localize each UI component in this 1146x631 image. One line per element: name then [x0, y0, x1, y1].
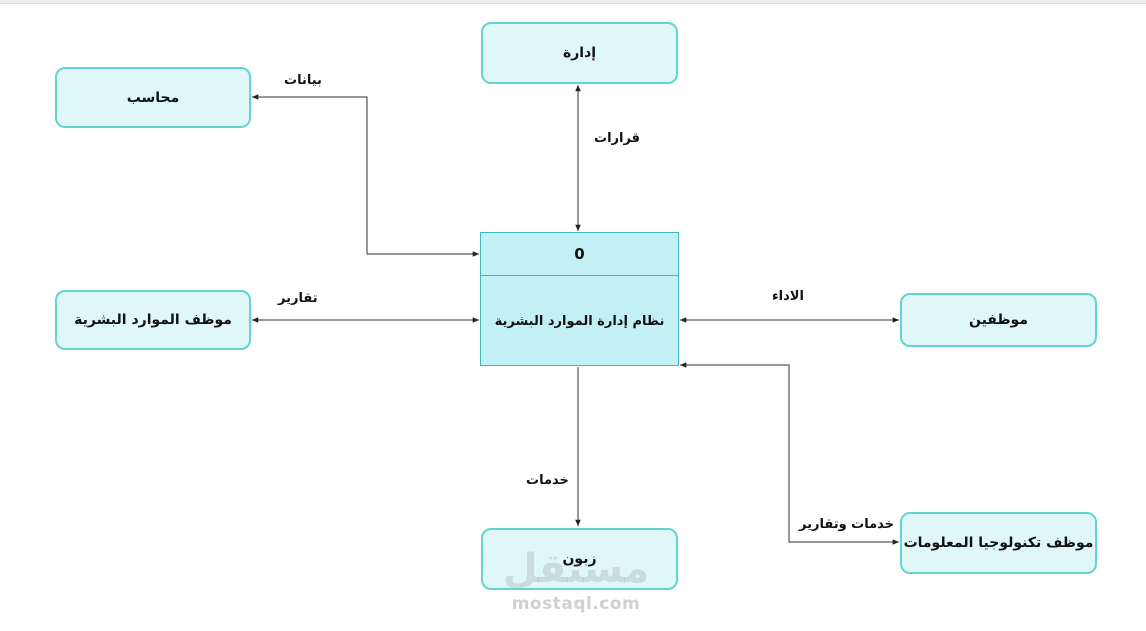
- watermark-logo: مستقل: [502, 546, 650, 592]
- process-name: نظام إدارة الموارد البشرية: [494, 313, 665, 329]
- flow-label-reports: تقارير: [278, 291, 318, 306]
- watermark-site: mostaql.com: [511, 594, 641, 614]
- process-id: 0: [481, 233, 678, 276]
- entity-it-employee-label: موظف تكنولوجيا المعلومات: [903, 535, 1094, 551]
- flow-label-services: خدمات: [526, 473, 569, 488]
- entity-hr-employee-label: موظف الموارد البشرية: [74, 312, 232, 328]
- entity-accountant[interactable]: محاسب: [55, 67, 251, 128]
- top-toolbar-edge: [0, 0, 1146, 4]
- entity-it-employee[interactable]: موظف تكنولوجيا المعلومات: [900, 512, 1097, 574]
- entity-management[interactable]: إدارة: [481, 22, 678, 84]
- flow-label-data: بيانات: [284, 73, 322, 88]
- connector-services-reports: [680, 362, 899, 545]
- entity-customer-label: زبون: [562, 551, 597, 567]
- entity-hr-employee[interactable]: موظف الموارد البشرية: [55, 290, 251, 350]
- entity-accountant-label: محاسب: [126, 89, 180, 106]
- flow-label-decisions: قرارات: [594, 131, 641, 146]
- flow-label-performance: الاداء: [772, 289, 804, 304]
- entity-customer[interactable]: زبون: [481, 528, 678, 590]
- flow-label-services-reports: خدمات وتقارير: [799, 517, 895, 532]
- connector-data: [252, 94, 479, 257]
- process-hr-system[interactable]: 0 نظام إدارة الموارد البشرية: [480, 232, 679, 366]
- entity-employees-label: موظفين: [968, 312, 1029, 328]
- entity-employees[interactable]: موظفين: [900, 293, 1097, 347]
- entity-management-label: إدارة: [562, 45, 597, 61]
